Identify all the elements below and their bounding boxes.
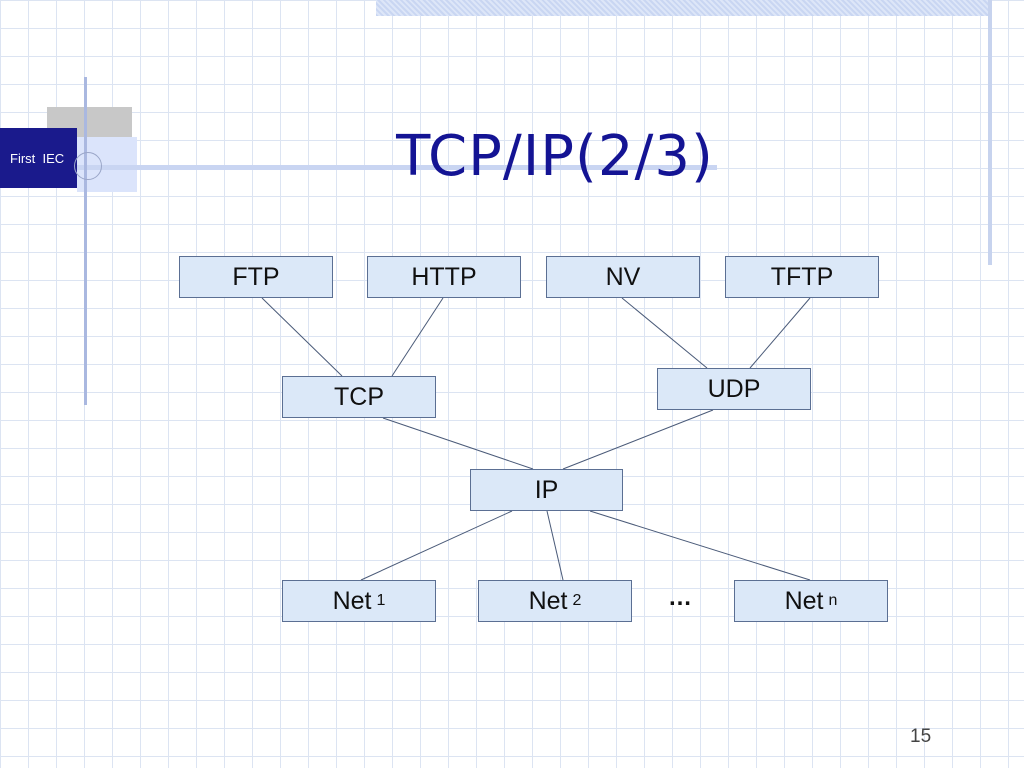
- net-1-subscript: 1: [376, 592, 386, 609]
- link-http-tcp: [391, 297, 444, 377]
- link-tcp-ip: [382, 417, 534, 470]
- node-tcp: TCP: [282, 376, 436, 418]
- node-http: HTTP: [367, 256, 521, 298]
- link-ip-net1: [360, 510, 513, 581]
- link-ip-net2: [546, 510, 564, 581]
- node-tftp: TFTP: [725, 256, 879, 298]
- decorative-vertical-line: [84, 77, 87, 405]
- net-n-label: Net: [784, 586, 824, 615]
- slide-title: TCP/IP(2/3): [396, 123, 714, 189]
- top-decorative-band: [376, 0, 990, 16]
- slide-number: 15: [910, 726, 932, 747]
- link-ftp-tcp: [261, 297, 343, 377]
- node-udp: UDP: [657, 368, 811, 410]
- link-udp-ip: [562, 409, 714, 470]
- net-2-subscript: 2: [572, 592, 582, 609]
- right-decorative-rule: [988, 0, 992, 265]
- net-n-subscript: n: [828, 592, 838, 609]
- decorative-circle-icon: [74, 152, 102, 180]
- node-ip: IP: [470, 469, 623, 511]
- net-2-label: Net: [528, 586, 568, 615]
- more-networks-ellipsis: …: [668, 584, 692, 611]
- brand-label: First IEC: [0, 128, 77, 188]
- node-nv: NV: [546, 256, 700, 298]
- title-underline-bar: [77, 165, 717, 170]
- link-tftp-udp: [749, 297, 811, 369]
- link-ip-netn: [589, 510, 811, 581]
- link-nv-udp: [621, 297, 708, 369]
- node-ftp: FTP: [179, 256, 333, 298]
- net-1-label: Net: [332, 586, 372, 615]
